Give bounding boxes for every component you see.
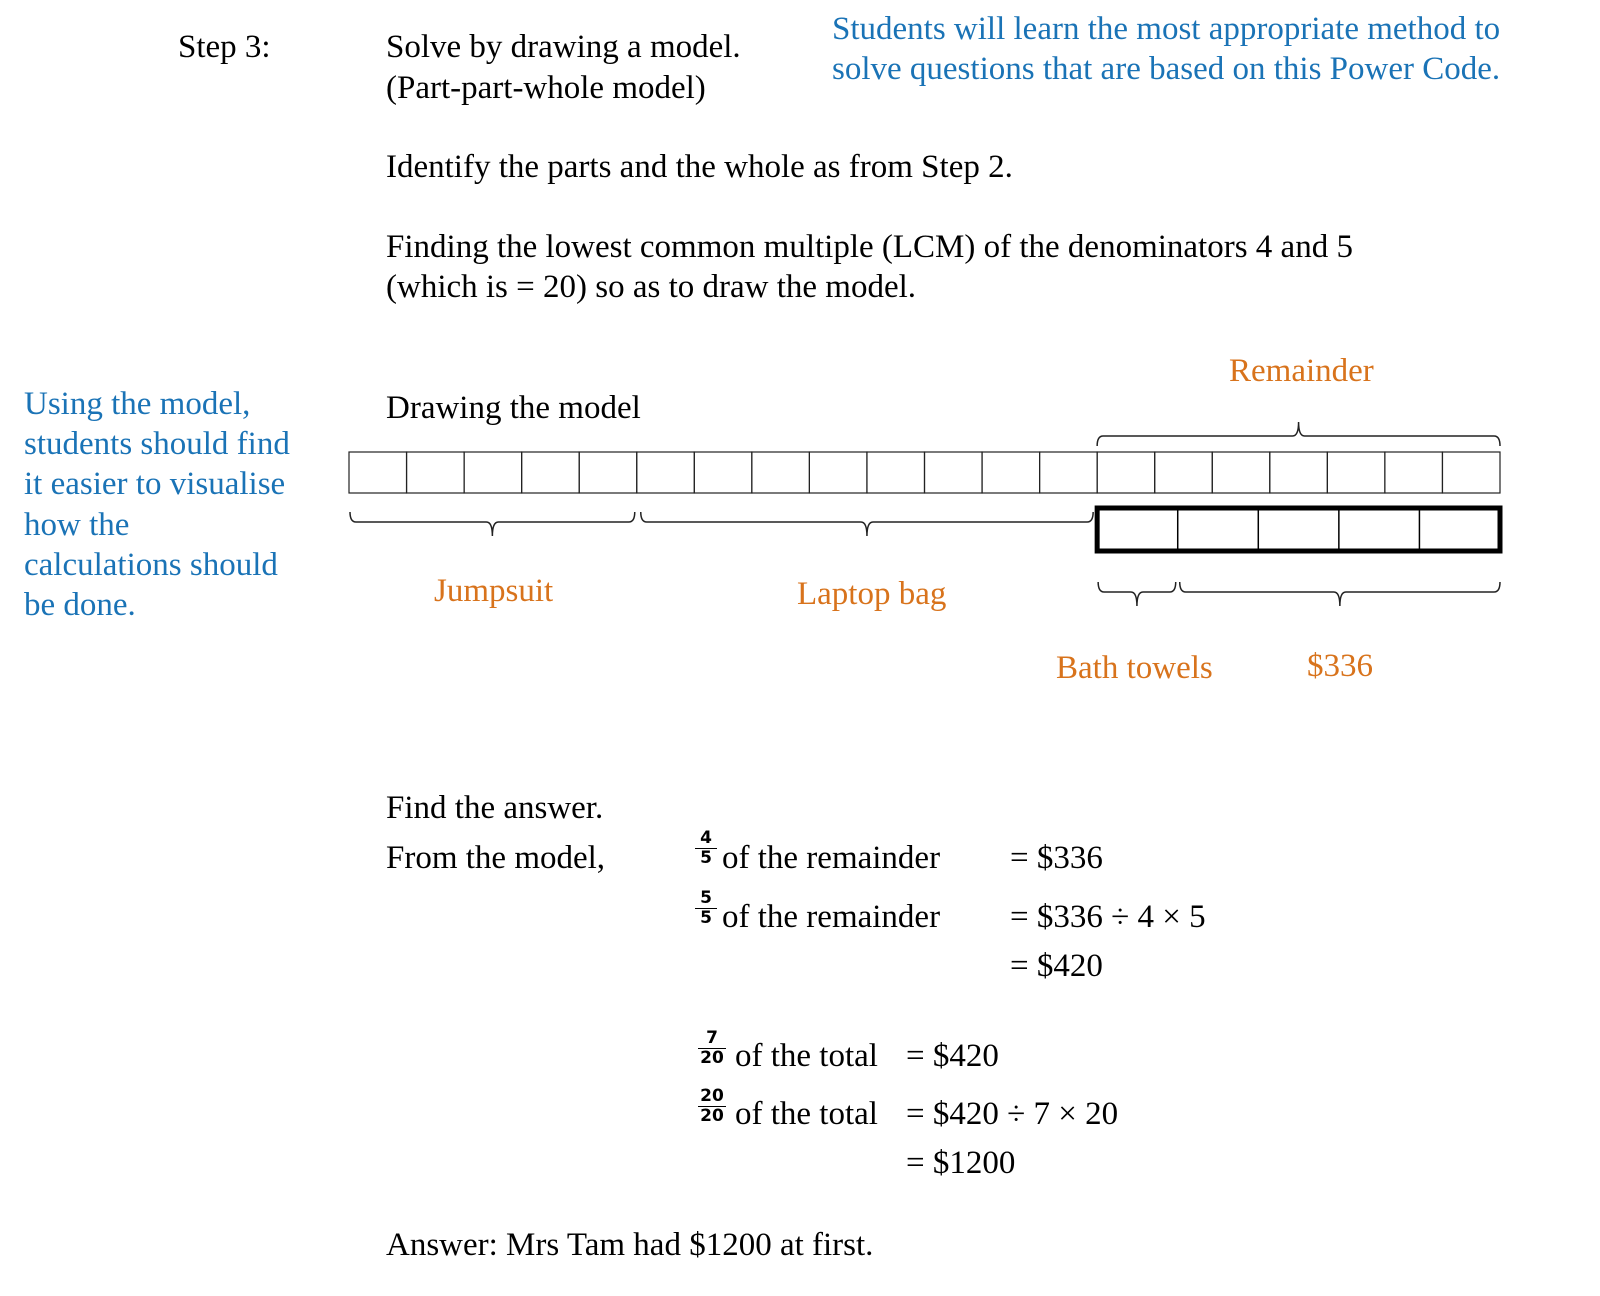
calc-text: of the remainder — [722, 840, 941, 876]
model-heading: Drawing the model — [386, 390, 641, 426]
remainder-bar — [1094, 505, 1503, 554]
identify-instruction: Identify the parts and the whole as from… — [386, 149, 1013, 185]
side-note-line: calculations should — [24, 547, 278, 583]
bar-unit — [981, 451, 1041, 494]
bath-towels-brace — [1097, 581, 1177, 607]
label-bath-towels: Bath towels — [1056, 650, 1213, 686]
calc-result: = $1200 — [906, 1145, 1016, 1181]
find-answer-heading: Find the answer. — [386, 790, 604, 826]
bar-unit — [1154, 451, 1213, 494]
bar-unit — [866, 451, 926, 494]
bar-model-diagram — [348, 421, 1503, 607]
bar-unit — [348, 451, 408, 494]
side-note-line: students should find — [24, 426, 290, 462]
calc-result: = $336 ÷ 4 × 5 — [1010, 899, 1206, 935]
calc-result: = $336 — [1010, 840, 1103, 876]
label-laptop-bag: Laptop bag — [797, 576, 947, 612]
final-answer: Answer: Mrs Tam had $1200 at first. — [386, 1227, 874, 1263]
from-model-lead: From the model, — [386, 840, 606, 876]
step-title-line2: (Part-part-whole model) — [386, 70, 706, 106]
bar-unit — [1211, 451, 1271, 494]
side-note-line: Using the model, — [24, 386, 251, 422]
calc-text: of the total — [735, 1096, 878, 1132]
fraction-4-5: 4 5 — [695, 829, 717, 868]
bar-unit — [808, 451, 868, 494]
bar-unit — [521, 451, 580, 494]
calc-text: of the remainder — [722, 899, 941, 935]
amount-brace — [1178, 581, 1501, 607]
fraction-denominator: 20 — [700, 1106, 724, 1126]
fraction-numerator: 7 — [698, 1029, 726, 1049]
calc-result: = $420 — [1010, 948, 1103, 984]
calc-result: = $420 ÷ 7 × 20 — [906, 1096, 1119, 1132]
side-note-line: be done. — [24, 587, 136, 623]
bar-unit — [405, 451, 465, 494]
fraction-20-20: 20 20 — [698, 1087, 726, 1126]
side-note-line: it easier to visualise — [24, 466, 286, 502]
label-remainder: Remainder — [1229, 353, 1374, 389]
bar-unit — [1326, 451, 1386, 494]
laptop-bag-brace — [640, 511, 1094, 537]
side-note-line: how the — [24, 507, 130, 543]
fraction-numerator: 4 — [695, 829, 717, 849]
teacher-note-line1: Students will learn the most appropriate… — [832, 11, 1501, 47]
bar-unit — [751, 451, 810, 494]
fraction-denominator: 20 — [700, 1048, 724, 1068]
calc-result: = $420 — [906, 1038, 999, 1074]
bar-unit — [636, 451, 695, 494]
bar-unit — [1269, 451, 1328, 494]
step-title-line1: Solve by drawing a model. — [386, 29, 741, 65]
bar-unit — [578, 451, 638, 494]
fraction-5-5: 5 5 — [695, 889, 717, 928]
label-jumpsuit: Jumpsuit — [434, 573, 554, 609]
bar-unit — [1096, 451, 1156, 494]
fraction-denominator: 5 — [700, 848, 712, 868]
bar-unit — [463, 451, 523, 494]
fraction-numerator: 20 — [698, 1087, 726, 1107]
lcm-line1: Finding the lowest common multiple (LCM)… — [386, 229, 1353, 265]
fraction-denominator: 5 — [700, 908, 712, 928]
bar-unit — [693, 451, 753, 494]
calc-text: of the total — [735, 1038, 878, 1074]
bar-unit — [1038, 451, 1098, 494]
fraction-7-20: 7 20 — [698, 1029, 726, 1068]
step-label: Step 3: — [178, 29, 271, 65]
label-amount-336: $336 — [1307, 648, 1373, 684]
bar-unit — [1384, 451, 1444, 494]
lcm-line2: (which is = 20) so as to draw the model. — [386, 269, 917, 305]
jumpsuit-brace — [349, 511, 636, 537]
bar-unit — [923, 451, 983, 494]
fraction-numerator: 5 — [695, 889, 717, 909]
remainder-brace — [1096, 421, 1501, 447]
teacher-note-line2: solve questions that are based on this P… — [832, 51, 1501, 87]
bar-unit — [1441, 451, 1501, 494]
